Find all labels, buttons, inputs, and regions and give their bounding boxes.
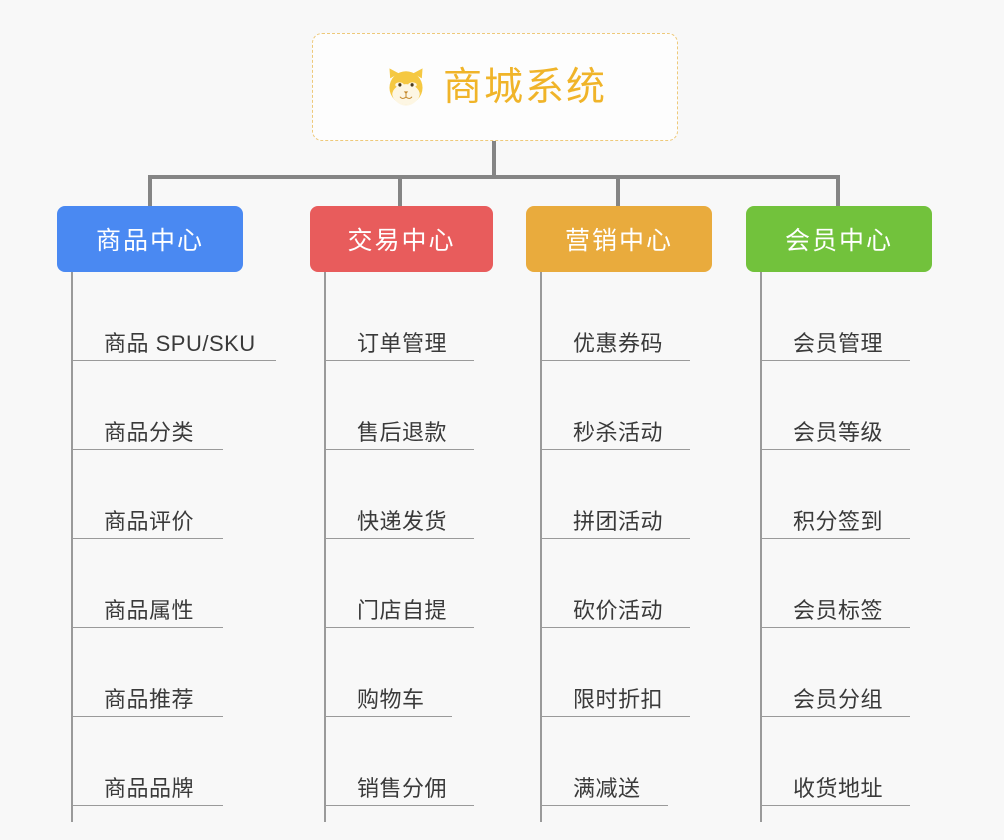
- leaf-item[interactable]: 门店自提: [324, 539, 554, 628]
- category-label: 交易中心: [347, 227, 456, 255]
- leaf-underline: [760, 538, 910, 539]
- leaf-column-product-center: 商品 SPU/SKU 商品分类 商品评价 商品属性 商品推荐 商品品牌: [71, 272, 301, 822]
- leaf-label: 商品品牌: [104, 775, 195, 801]
- leaf-underline: [324, 627, 474, 628]
- category-label: 会员中心: [784, 227, 893, 255]
- leaf-label: 会员标签: [793, 597, 884, 623]
- leaf-label: 拼团活动: [573, 508, 664, 534]
- connector-drop-trade-center: [398, 175, 402, 206]
- leaf-label: 收货地址: [793, 775, 884, 801]
- category-box-product-center[interactable]: 商品中心: [57, 206, 243, 272]
- leaf-item[interactable]: 快递发货: [324, 450, 554, 539]
- leaf-underline: [71, 538, 223, 539]
- leaf-label: 快递发货: [357, 508, 448, 534]
- category-box-trade-center[interactable]: 交易中心: [310, 206, 493, 272]
- category-box-marketing-center[interactable]: 营销中心: [526, 206, 712, 272]
- leaf-item[interactable]: 商品分类: [71, 361, 301, 450]
- leaf-label: 订单管理: [357, 330, 448, 356]
- leaf-underline: [760, 805, 910, 806]
- leaf-underline: [71, 627, 223, 628]
- leaf-underline: [540, 805, 668, 806]
- leaf-underline: [324, 538, 474, 539]
- leaf-spine: [760, 272, 762, 822]
- leaf-item[interactable]: 拼团活动: [540, 450, 770, 539]
- leaf-underline: [540, 360, 690, 361]
- leaf-spine: [71, 272, 73, 822]
- leaf-underline: [324, 716, 452, 717]
- leaf-label: 秒杀活动: [573, 419, 664, 445]
- leaf-item[interactable]: 限时折扣: [540, 628, 770, 717]
- leaf-underline: [540, 627, 690, 628]
- leaf-label: 售后退款: [357, 419, 448, 445]
- leaf-item[interactable]: 优惠券码: [540, 272, 770, 361]
- leaf-underline: [71, 360, 276, 361]
- leaf-label: 商品分类: [104, 419, 195, 445]
- leaf-item[interactable]: 商品 SPU/SKU: [71, 272, 301, 361]
- leaf-label: 商品推荐: [104, 686, 195, 712]
- leaf-underline: [760, 627, 910, 628]
- leaf-spine: [540, 272, 542, 822]
- connector-drop-product-center: [148, 175, 152, 206]
- leaf-underline: [324, 360, 474, 361]
- dog-face-icon: [389, 68, 423, 106]
- leaf-label: 砍价活动: [573, 597, 664, 623]
- connector-root-stem: [492, 141, 496, 178]
- leaf-label: 会员管理: [793, 330, 884, 356]
- leaf-item[interactable]: 销售分佣: [324, 717, 554, 806]
- leaf-label: 会员等级: [793, 419, 884, 445]
- leaf-item[interactable]: 会员分组: [760, 628, 990, 717]
- leaf-column-marketing-center: 优惠券码 秒杀活动 拼团活动 砍价活动 限时折扣 满减送: [540, 272, 770, 822]
- leaf-underline: [71, 449, 223, 450]
- leaf-label: 限时折扣: [573, 686, 664, 712]
- leaf-underline: [540, 449, 690, 450]
- leaf-item[interactable]: 商品推荐: [71, 628, 301, 717]
- root-node-shop-system[interactable]: 商城系统: [312, 33, 678, 141]
- connector-drop-marketing-center: [616, 175, 620, 206]
- leaf-item[interactable]: 会员标签: [760, 539, 990, 628]
- leaf-label: 商品 SPU/SKU: [104, 330, 256, 356]
- connector-drop-member-center: [836, 175, 840, 206]
- leaf-underline: [324, 449, 474, 450]
- leaf-underline: [324, 805, 474, 806]
- leaf-underline: [71, 805, 223, 806]
- category-box-member-center[interactable]: 会员中心: [746, 206, 932, 272]
- category-label: 营销中心: [564, 227, 673, 255]
- leaf-item[interactable]: 满减送: [540, 717, 770, 806]
- leaf-item[interactable]: 会员管理: [760, 272, 990, 361]
- leaf-item[interactable]: 会员等级: [760, 361, 990, 450]
- leaf-underline: [760, 716, 910, 717]
- leaf-label: 优惠券码: [573, 330, 664, 356]
- leaf-item[interactable]: 商品品牌: [71, 717, 301, 806]
- leaf-label: 积分签到: [793, 508, 884, 534]
- leaf-label: 销售分佣: [357, 775, 448, 801]
- category-label: 商品中心: [95, 227, 204, 255]
- leaf-underline: [540, 538, 690, 539]
- leaf-underline: [71, 716, 223, 717]
- leaf-label: 门店自提: [357, 597, 448, 623]
- leaf-item[interactable]: 收货地址: [760, 717, 990, 806]
- root-title: 商城系统: [442, 65, 607, 109]
- leaf-column-member-center: 会员管理 会员等级 积分签到 会员标签 会员分组 收货地址: [760, 272, 990, 822]
- leaf-item[interactable]: 商品属性: [71, 539, 301, 628]
- leaf-underline: [540, 716, 690, 717]
- leaf-item[interactable]: 商品评价: [71, 450, 301, 539]
- leaf-item[interactable]: 订单管理: [324, 272, 554, 361]
- leaf-item[interactable]: 售后退款: [324, 361, 554, 450]
- leaf-item[interactable]: 积分签到: [760, 450, 990, 539]
- connector-horizontal-bus: [150, 175, 840, 179]
- leaf-label: 满减送: [573, 775, 641, 801]
- leaf-label: 购物车: [357, 686, 425, 712]
- leaf-item[interactable]: 秒杀活动: [540, 361, 770, 450]
- leaf-item[interactable]: 砍价活动: [540, 539, 770, 628]
- leaf-label: 商品属性: [104, 597, 195, 623]
- leaf-label: 会员分组: [793, 686, 884, 712]
- leaf-underline: [760, 449, 910, 450]
- leaf-label: 商品评价: [104, 508, 195, 534]
- leaf-spine: [324, 272, 326, 822]
- leaf-underline: [760, 360, 910, 361]
- leaf-item[interactable]: 购物车: [324, 628, 554, 717]
- leaf-column-trade-center: 订单管理 售后退款 快递发货 门店自提 购物车 销售分佣: [324, 272, 554, 822]
